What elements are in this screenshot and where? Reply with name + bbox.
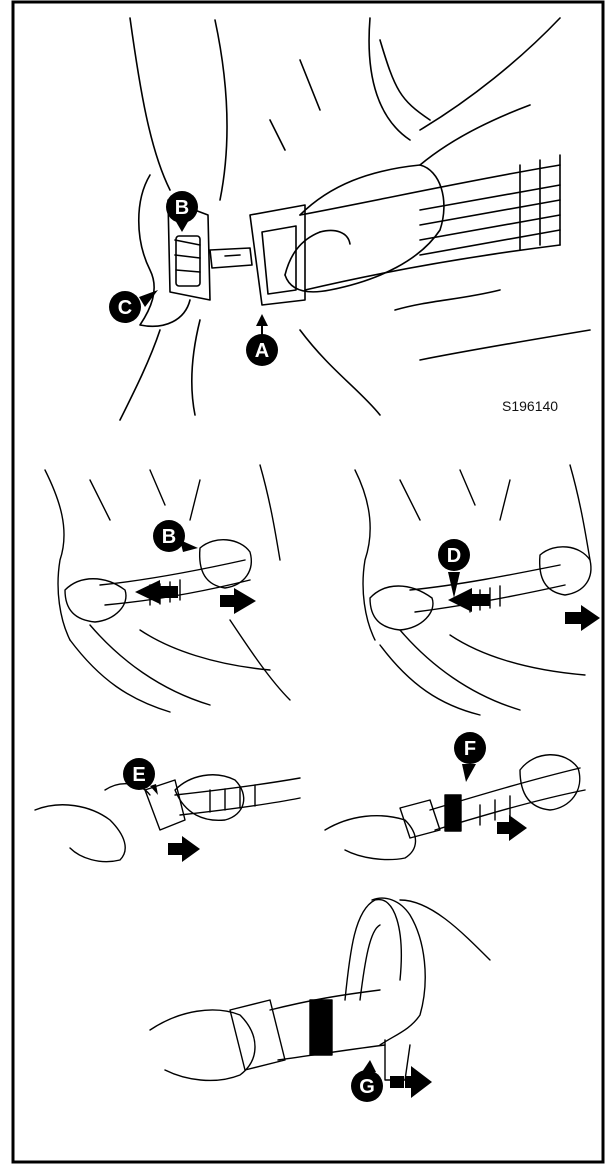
- svg-text:E: E: [132, 764, 145, 786]
- svg-text:G: G: [359, 1076, 375, 1098]
- svg-text:C: C: [118, 297, 132, 319]
- illustration-belt-pull-d: [355, 465, 591, 715]
- illustration-adjuster-g: [150, 898, 490, 1080]
- callout-g: G: [351, 1060, 383, 1102]
- callout-d: D: [438, 539, 470, 598]
- svg-text:F: F: [464, 738, 476, 760]
- figure-code: S196140: [502, 398, 558, 414]
- callout-b-top: B: [166, 191, 198, 232]
- svg-text:D: D: [447, 545, 461, 567]
- callout-e: E: [123, 758, 158, 795]
- illustration-adjuster-f: [325, 755, 585, 860]
- callout-f: F: [454, 732, 486, 782]
- callout-b-mid: B: [153, 520, 198, 552]
- illustration-adjuster-e: [35, 775, 300, 862]
- arrow-pull-g: [390, 1066, 432, 1098]
- arrow-pull-e: [168, 836, 200, 862]
- svg-text:B: B: [175, 197, 189, 219]
- arrow-pull-right-b: [220, 588, 256, 614]
- arrow-pull-f: [497, 815, 527, 841]
- svg-text:A: A: [255, 340, 269, 362]
- callout-a: A: [246, 314, 278, 366]
- svg-text:B: B: [162, 526, 176, 548]
- page-border: [13, 2, 603, 1162]
- arrow-pull-right-d: [565, 605, 600, 631]
